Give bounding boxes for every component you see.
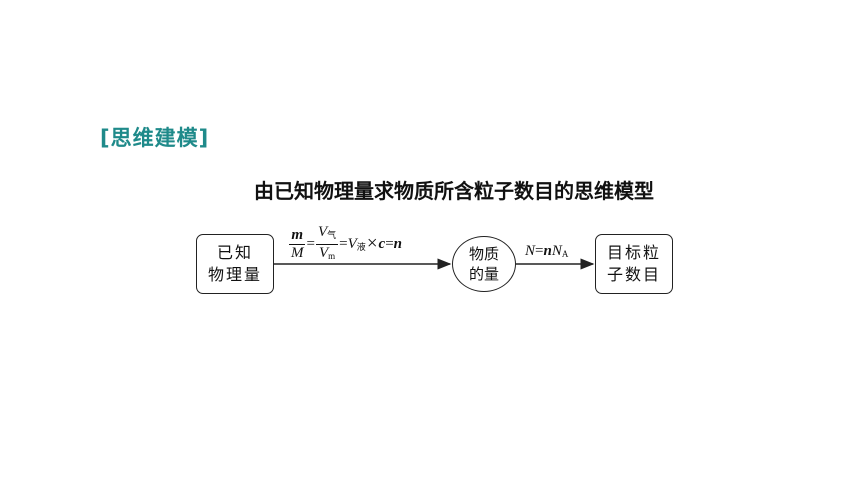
- formula-eq2: =: [339, 235, 348, 252]
- start-box-line2: 物理量: [207, 265, 262, 284]
- formula2-NA: NA: [551, 243, 569, 259]
- formula-particle-count: N=nNA: [525, 243, 568, 260]
- formula-n: n: [393, 235, 403, 252]
- formula-eq3: =: [385, 235, 394, 252]
- fraction-volume: V气 Vm: [315, 224, 339, 265]
- formula-v-liquid: V液: [347, 235, 366, 252]
- start-box-known-quantity: 已知 物理量: [196, 234, 274, 294]
- section-label: [思维建模]: [100, 126, 210, 150]
- middle-circle-amount-of-substance: 物质 的量: [452, 236, 516, 292]
- formula-vm: Vm: [318, 244, 336, 261]
- formula-c: c: [378, 235, 386, 252]
- end-box-target-particles: 目标粒 子数目: [595, 234, 673, 294]
- start-box-line1: 已知: [216, 243, 253, 262]
- end-box-line2: 子数目: [606, 265, 661, 284]
- formula-eq1: =: [306, 235, 315, 252]
- circle-line2: 的量: [468, 265, 499, 283]
- formula2-n: n: [543, 243, 552, 259]
- page-title: 由已知物理量求物质所含粒子数目的思维模型: [254, 179, 654, 203]
- fraction-mass: m M: [289, 227, 306, 262]
- formula-m: m: [289, 226, 306, 245]
- formula-v-gas: V气: [315, 224, 339, 245]
- formula2-N: N: [525, 243, 536, 259]
- formula-times: ×: [366, 233, 378, 254]
- formula-conversion: m M = V气 Vm = V液 × c = n: [288, 224, 402, 264]
- end-box-line1: 目标粒: [606, 243, 661, 262]
- formula2-eq: =: [535, 243, 544, 259]
- circle-line1: 物质: [468, 245, 499, 263]
- formula-M: M: [291, 244, 304, 261]
